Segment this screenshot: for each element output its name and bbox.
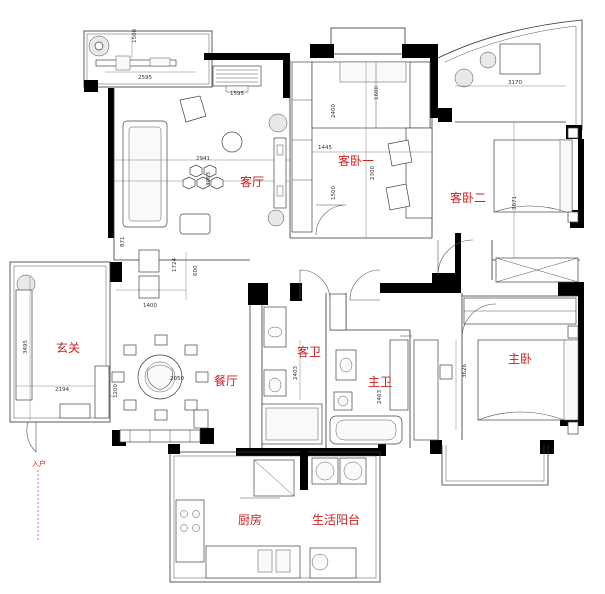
room-labels: 客厅 客卧一 客卧二 玄关 餐厅 客卫 主卫 主卧 厨房 生活阳台 入户 bbox=[32, 153, 532, 527]
dim-piano: 1595 bbox=[230, 91, 244, 97]
dim-bed2-depth: 3871 bbox=[512, 196, 518, 210]
label-master-bath: 主卫 bbox=[368, 375, 392, 389]
dim-balcony-depth: 1500 bbox=[132, 29, 138, 43]
living-room-furniture bbox=[114, 95, 290, 235]
dim-corridor-b: 1724 bbox=[172, 258, 178, 272]
dim-bed1-depth-top: 2400 bbox=[331, 104, 337, 118]
label-utility-balcony: 生活阳台 bbox=[312, 512, 360, 527]
dim-bed1-width: 1445 bbox=[318, 145, 332, 151]
dim-living-depth: 3963 bbox=[206, 172, 212, 186]
dim-bed1-depth-right: 1600 bbox=[374, 86, 380, 100]
dim-master-bed-depth: 3626 bbox=[462, 364, 468, 378]
dim-guest-bath-depth: 2403 bbox=[293, 366, 299, 380]
label-bedroom1: 客卧一 bbox=[338, 153, 374, 168]
balcony-furniture bbox=[88, 35, 262, 93]
dim-bed1-depth-low: 1500 bbox=[331, 186, 337, 200]
corridor bbox=[116, 249, 381, 301]
label-guest-bath: 客卫 bbox=[297, 344, 321, 359]
dim-entrance-depth: 3495 bbox=[23, 340, 29, 354]
dim-bed1-depth-mid: 2300 bbox=[370, 166, 376, 180]
utility-balcony-fixtures bbox=[309, 457, 367, 579]
dim-corridor-a: 871 bbox=[120, 237, 126, 248]
dim-bed2-width: 3170 bbox=[508, 80, 522, 86]
dim-living-width: 2941 bbox=[196, 156, 210, 162]
dim-entrance-width: 2194 bbox=[55, 387, 69, 393]
master-bath-fixtures bbox=[329, 293, 412, 445]
dim-corridor-c: 600 bbox=[193, 265, 199, 276]
kitchen-fixtures bbox=[175, 459, 301, 579]
dim-corridor-d: 1400 bbox=[143, 303, 157, 309]
label-master-bed: 主卧 bbox=[508, 352, 532, 366]
dim-dining-side: 1200 bbox=[113, 384, 119, 398]
dining-furniture bbox=[110, 334, 209, 429]
dim-dining-table: 2050 bbox=[170, 376, 184, 382]
label-bedroom2: 客卧二 bbox=[450, 190, 486, 205]
bedroom2-furniture bbox=[437, 43, 579, 283]
label-kitchen: 厨房 bbox=[238, 512, 262, 527]
guest-bath-fixtures bbox=[261, 306, 323, 445]
dim-master-bath-depth: 2463 bbox=[377, 390, 383, 404]
label-entry: 入户 bbox=[32, 459, 46, 468]
master-bedroom-furniture bbox=[413, 297, 579, 441]
dimension-labels: 2595 1500 1595 2941 3963 2400 1600 1445 … bbox=[23, 29, 522, 404]
label-dining: 餐厅 bbox=[214, 373, 238, 388]
dim-balcony-width: 2595 bbox=[138, 75, 152, 81]
entrance-furniture bbox=[15, 274, 201, 540]
label-entrance: 玄关 bbox=[56, 340, 80, 355]
label-living: 客厅 bbox=[240, 174, 264, 189]
bedroom1-furniture bbox=[291, 61, 433, 238]
